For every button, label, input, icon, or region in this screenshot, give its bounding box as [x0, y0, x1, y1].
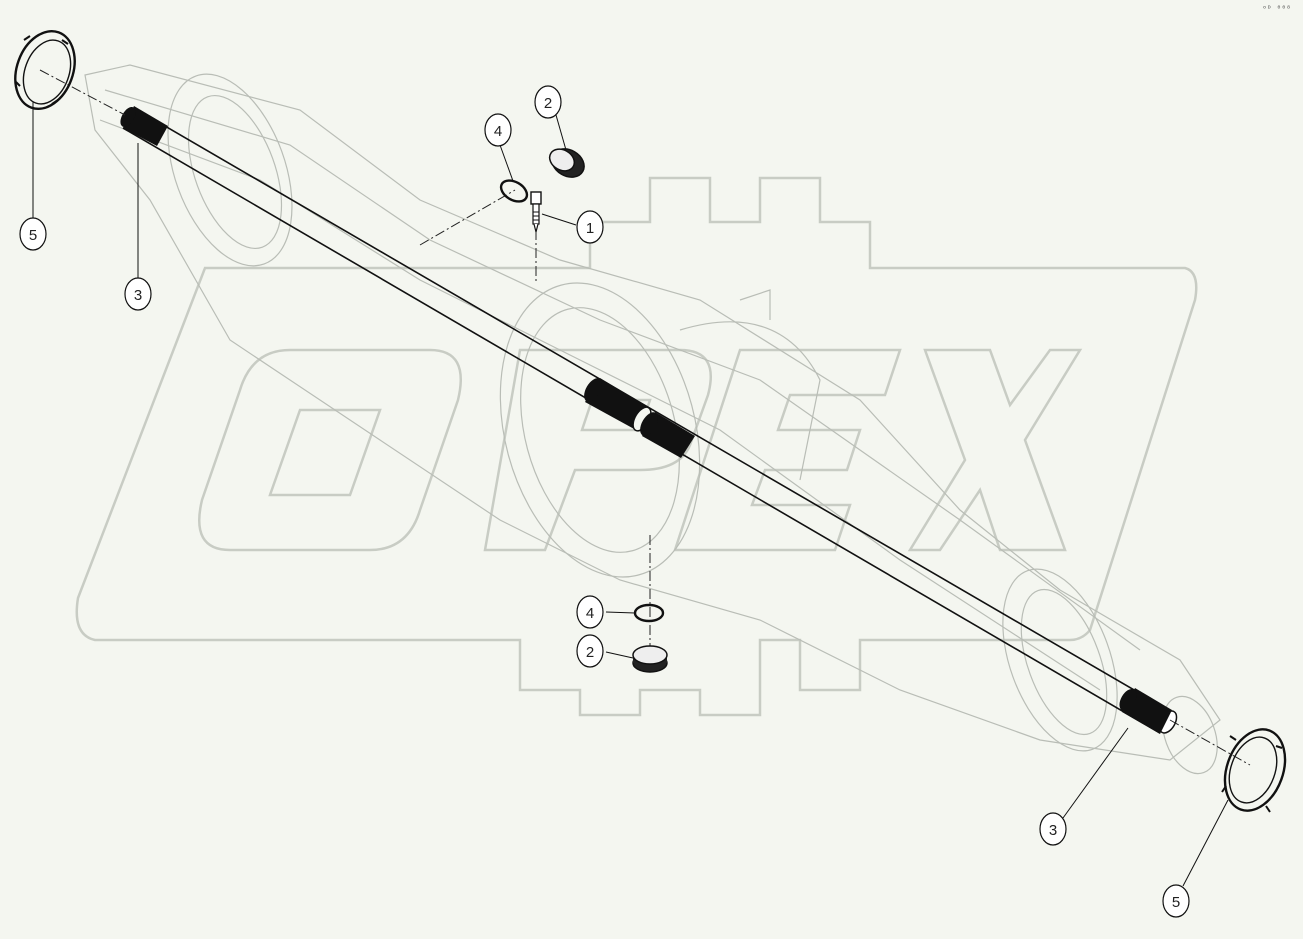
- watermark-letter-e: [673, 348, 902, 552]
- shaft-spline-middle-a: [584, 378, 652, 432]
- svg-text:5: 5: [29, 227, 37, 244]
- callout-2-top: 2: [534, 85, 562, 119]
- callout-2-bottom: 2: [576, 634, 604, 668]
- plug-bottom: [632, 645, 668, 673]
- svg-text:5: 5: [1172, 894, 1180, 911]
- svg-text:3: 3: [1049, 822, 1057, 839]
- callout-4-top: 4: [484, 113, 512, 147]
- callout-5-right: 5: [1162, 884, 1190, 918]
- callout-3-left: 3: [124, 277, 152, 311]
- callout-3-right: 3: [1039, 812, 1067, 846]
- watermark-gear-outline: [75, 176, 1198, 717]
- shaft-spline-left: [120, 106, 168, 146]
- svg-text:3: 3: [134, 287, 142, 304]
- axle-housing-ghost: [84, 64, 1221, 775]
- shaft-spline-right: [1119, 688, 1172, 734]
- center-lines: [39, 69, 1251, 766]
- plug-top: [548, 148, 585, 178]
- leader-lines: [32, 102, 1229, 887]
- lock-nut-left: [14, 30, 76, 110]
- o-ring-bottom: [633, 603, 665, 623]
- watermark-letter-x: [907, 348, 1083, 552]
- callout-1: 1: [576, 210, 604, 244]
- callout-5-left: 5: [19, 217, 47, 251]
- shaft-spline-middle-b: [640, 412, 695, 458]
- svg-text:2: 2: [544, 95, 552, 112]
- svg-text:2: 2: [586, 644, 594, 661]
- watermark-letter-o: [197, 348, 463, 552]
- callout-4-bottom: 4: [576, 595, 604, 629]
- svg-text:4: 4: [494, 123, 502, 140]
- watermark-letters: [197, 348, 1083, 552]
- breather-valve: [530, 191, 542, 233]
- svg-text:4: 4: [586, 605, 594, 622]
- lock-nut-right: [1221, 728, 1287, 813]
- o-ring-top: [499, 179, 529, 203]
- corner-code: ᵒᴰ ⁰⁰⁸: [1262, 4, 1291, 13]
- svg-text:1: 1: [586, 220, 594, 237]
